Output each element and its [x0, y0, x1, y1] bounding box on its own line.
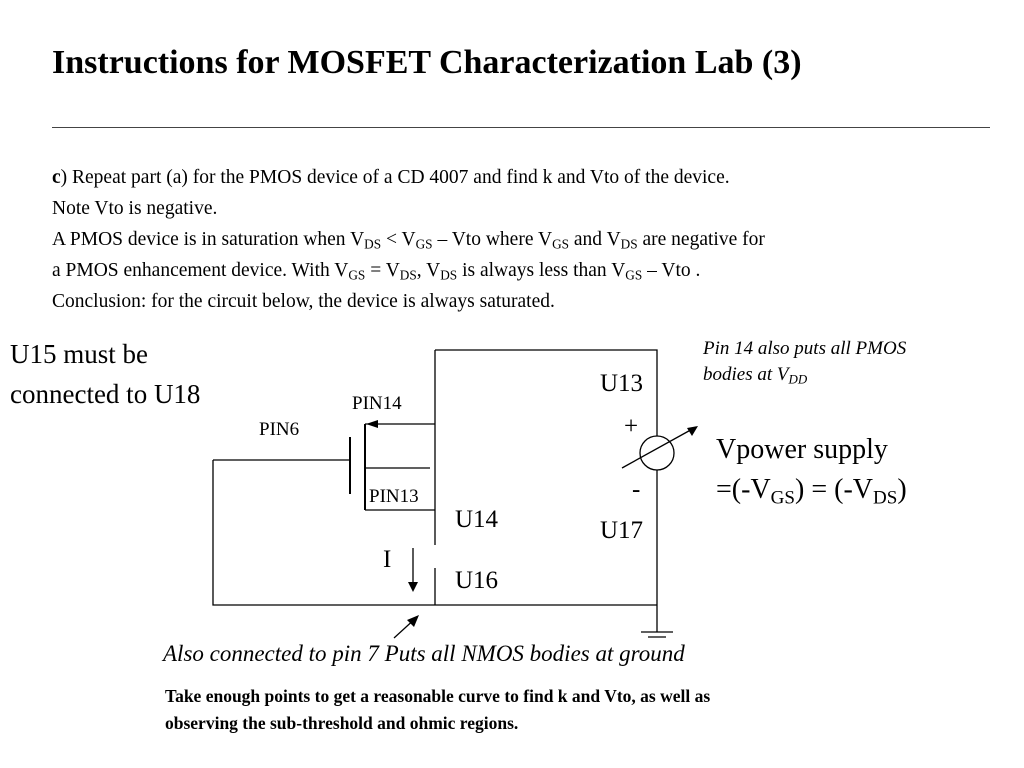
pin14-bodies-note: Pin 14 also puts all PMOS bodies at VDD — [703, 338, 907, 387]
supply-arrow-head — [687, 426, 698, 436]
u13-label: U13 — [600, 370, 644, 397]
current-label: I — [383, 546, 392, 573]
pin14-label: PIN14 — [352, 393, 402, 414]
body-line-2: Note Vto is negative. — [52, 198, 218, 219]
pin14-arrow-head — [366, 420, 378, 428]
wire-top — [435, 349, 658, 436]
power-supply-symbol — [639, 435, 675, 471]
part-letter: c — [52, 167, 61, 188]
pin6-label: PIN6 — [259, 419, 300, 440]
nmos-bodies-note: Also connected to pin 7 Puts all NMOS bo… — [163, 641, 685, 666]
body-line-3: A PMOS device is in saturation when VDS … — [52, 229, 765, 252]
body-line-4: a PMOS enhancement device. With VGS = VD… — [52, 260, 701, 283]
u15-note: U15 must be connected to U18 — [10, 339, 201, 409]
u16-label: U16 — [455, 567, 499, 594]
u14-label: U14 — [455, 506, 499, 533]
instruction-text: c) Repeat part (a) for the PMOS device o… — [52, 162, 765, 317]
current-arrow-head — [408, 582, 418, 592]
plus-label: + — [624, 413, 639, 440]
data-collection-instruction: Take enough points to get a reasonable c… — [165, 686, 711, 733]
vpower-supply-label: Vpower supply =(-VGS) = (-VDS) — [716, 434, 907, 509]
u17-label: U17 — [600, 517, 644, 544]
minus-label: - — [632, 476, 641, 503]
pin13-label: PIN13 — [369, 486, 419, 507]
supply-adjust-arrow-line — [621, 426, 697, 469]
title-divider — [52, 127, 990, 128]
note-pointer-head — [407, 615, 419, 627]
body-line-1: c) Repeat part (a) for the PMOS device o… — [52, 167, 730, 188]
body-line-5: Conclusion: for the circuit below, the d… — [52, 291, 555, 312]
page-title: Instructions for MOSFET Characterization… — [52, 44, 802, 81]
wire-bottom — [212, 460, 657, 606]
